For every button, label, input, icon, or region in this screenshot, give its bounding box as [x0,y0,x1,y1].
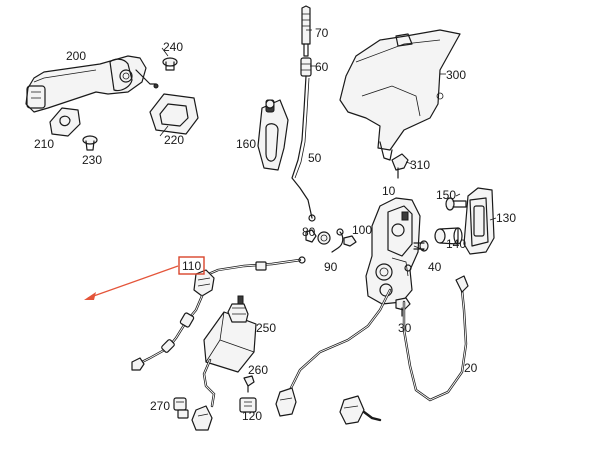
callout-200[interactable]: 200 [66,49,86,63]
callout-70[interactable]: 70 [315,26,329,40]
door-latch-part-10[interactable] [365,197,421,305]
callout-10[interactable]: 10 [382,184,396,198]
callout-30[interactable]: 30 [398,321,412,335]
callout-300[interactable]: 300 [446,68,466,82]
bolt-part-150[interactable] [445,197,467,211]
screw-part-240[interactable] [162,57,178,71]
screw-part-260[interactable] [243,375,255,393]
bracket-part-160[interactable] [257,99,289,171]
callout-150[interactable]: 150 [436,188,456,202]
callout-130[interactable]: 130 [496,211,516,225]
callout-20[interactable]: 20 [464,361,478,375]
actuator-harness [191,358,216,431]
callout-140[interactable]: 140 [446,237,466,251]
seal-frame-part-220[interactable] [149,93,199,135]
bushing-part-140[interactable] [434,227,463,245]
callout-labels: 200 240 210 230 220 70 60 160 50 300 310… [34,26,516,423]
callout-60[interactable]: 60 [315,60,329,74]
pin-part-40[interactable] [413,240,429,252]
lock-rod-part-50[interactable] [291,75,316,222]
callout-50[interactable]: 50 [308,151,322,165]
grommet-part-80[interactable] [305,229,331,245]
clip-part-100[interactable] [343,235,357,247]
gasket-part-210[interactable] [49,107,81,137]
callout-310[interactable]: 310 [410,158,430,172]
callout-260[interactable]: 260 [248,363,268,377]
callout-40[interactable]: 40 [428,260,442,274]
callout-240[interactable]: 240 [163,40,183,54]
lock-plate-part-130[interactable] [463,187,495,255]
callout-80[interactable]: 80 [302,225,316,239]
leader-lines [159,29,497,251]
callout-160[interactable]: 160 [236,137,256,151]
highlight-box-110 [178,256,205,275]
callout-220[interactable]: 220 [164,133,184,147]
callout-210[interactable]: 210 [34,137,54,151]
pointer-arrow [84,265,179,300]
clip-part-310[interactable] [391,153,409,179]
door-handle-part-200[interactable] [25,55,159,113]
cover-panel-part-300[interactable] [339,29,461,161]
link-rod-part-90[interactable] [331,228,344,253]
actuator-part-250[interactable] [203,295,257,373]
callout-270[interactable]: 270 [150,399,170,413]
callout-100[interactable]: 100 [352,223,372,237]
rod-guide-part-60[interactable] [300,57,312,77]
lock-knob-part-70[interactable] [301,5,311,57]
callout-250[interactable]: 250 [256,321,276,335]
fastener-part-270[interactable] [173,397,189,419]
callout-90[interactable]: 90 [324,260,338,274]
cable-assembly-part-110[interactable] [131,256,306,371]
lower-cable-part-20[interactable] [275,275,469,425]
fastener-part-120[interactable] [239,397,257,413]
bolt-part-230[interactable] [82,135,98,151]
callout-110[interactable]: 110 [182,259,201,273]
callout-120[interactable]: 120 [242,409,262,423]
callout-230[interactable]: 230 [82,153,102,167]
